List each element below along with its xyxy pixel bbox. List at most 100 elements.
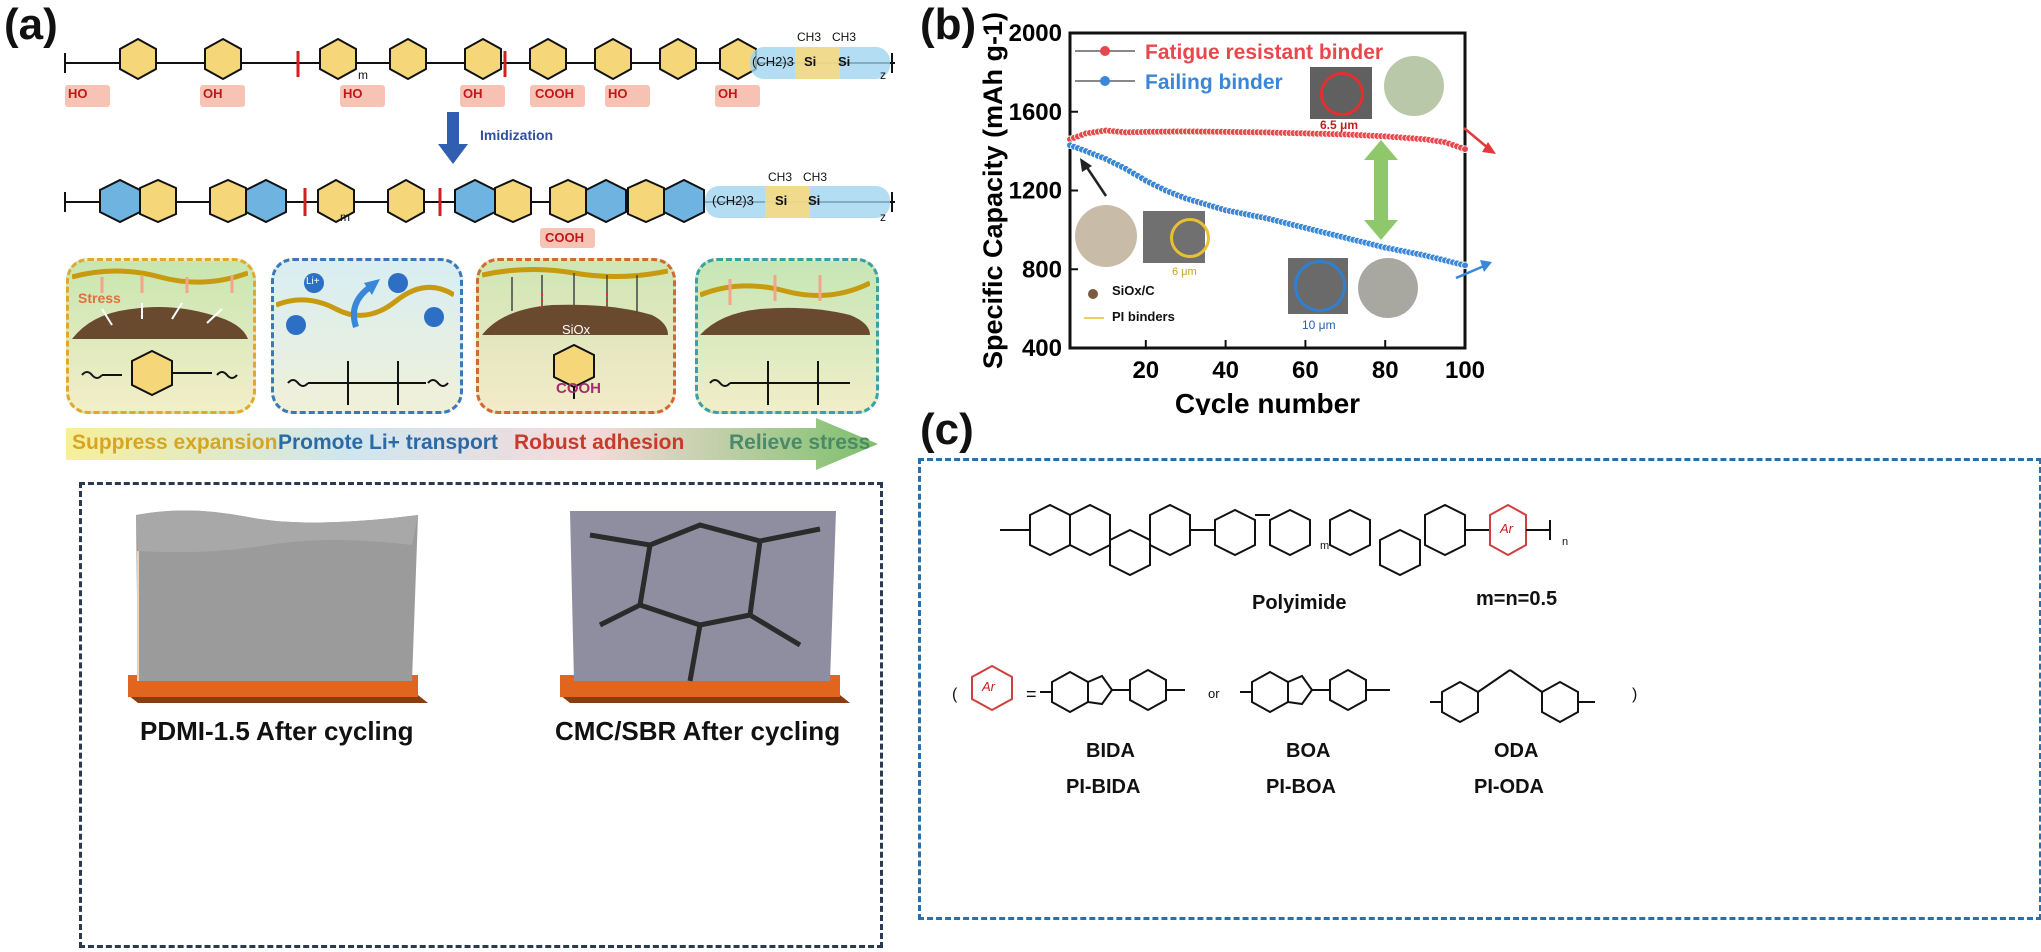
- cooh-label: COOH: [545, 230, 584, 245]
- x-tick-label: 80: [1372, 357, 1399, 384]
- or-label: or: [1208, 686, 1220, 701]
- polymer-pi-oda: PI-ODA: [1474, 776, 1544, 798]
- legend-marker: [1100, 46, 1110, 56]
- size-label-bottom: 10 μm: [1302, 318, 1336, 332]
- particle-icon-mid: [1075, 205, 1137, 267]
- oda-structure: [1430, 669, 1595, 724]
- repeat-m: m: [358, 68, 368, 82]
- stress-label: Stress: [78, 290, 121, 306]
- si-label: Si: [808, 193, 821, 208]
- mechanism-label-relieve: Relieve stress: [729, 431, 871, 454]
- particle-icon-top: [1384, 56, 1444, 116]
- suppress-expansion-illustration: [72, 268, 248, 397]
- close-paren: ): [1632, 686, 1638, 703]
- methyl-label: CH3: [803, 170, 828, 184]
- pdmi-caption: PDMI-1.5 After cycling: [140, 716, 414, 746]
- size-label-mid: 6 μm: [1172, 266, 1197, 278]
- pointer-arrows: [1080, 127, 1496, 280]
- x-tick-label: 40: [1212, 357, 1239, 384]
- x-tick-label: 20: [1132, 357, 1159, 384]
- siloxane-label: (CH2)3: [712, 193, 754, 208]
- si-label: Si: [804, 54, 817, 69]
- legend-marker: [1100, 76, 1110, 86]
- ar-hexagon-icon: [971, 664, 1013, 712]
- electrode-comparison-box: [79, 482, 883, 948]
- y-axis-label: Specific Capacity (mAh g-1): [978, 12, 1008, 369]
- polymer-pi-boa: PI-BOA: [1266, 776, 1336, 798]
- acid-label: HO: [68, 86, 88, 101]
- y-tick-label: 2000: [1009, 20, 1062, 47]
- polyamic-acid-structure: [64, 37, 895, 107]
- acid-label: OH: [718, 86, 738, 101]
- panel-b-label: (b): [920, 0, 977, 49]
- mechanism-box-relieve: [695, 258, 879, 414]
- li-transport-illustration: [276, 273, 454, 405]
- highlight-circle-top: [1320, 72, 1364, 116]
- mechanism-arrow-banner: [66, 418, 878, 470]
- mechanism-label-adhesion: Robust adhesion: [514, 431, 685, 454]
- polymer-pi-bida: PI-BIDA: [1066, 776, 1141, 798]
- imidization-label: Imidization: [480, 127, 554, 143]
- panel-c-label: (c): [920, 405, 974, 454]
- mechanism-box-adhesion: [476, 258, 676, 414]
- polyimide-structure: [64, 178, 895, 248]
- methyl-label: CH3: [768, 170, 793, 184]
- degradation-double-arrow: [1364, 140, 1398, 240]
- cooh-label: COOH: [556, 380, 601, 397]
- y-tick-label: 1600: [1009, 99, 1062, 126]
- open-paren: (: [952, 686, 958, 703]
- siox-legend-dot: [1088, 289, 1098, 299]
- panel-a-label: (a): [4, 0, 58, 49]
- subscript-m: m: [1320, 540, 1330, 552]
- siloxane-label: (CH2)3: [752, 54, 794, 69]
- y-tick-label: 800: [1022, 256, 1062, 283]
- repeat-z: z: [880, 210, 886, 224]
- data-point: [1461, 145, 1469, 153]
- legend-label: Fatigue resistant binder: [1145, 41, 1383, 64]
- ar-hex-label: Ar: [982, 679, 995, 694]
- imidization-arrow: [438, 112, 468, 164]
- bida-structure: [1040, 668, 1185, 714]
- mechanism-label-transport: Promote Li+ transport: [278, 431, 498, 454]
- pdmi-electrode-illustration: [128, 510, 428, 703]
- cmc-electrode-illustration: [560, 511, 850, 703]
- monomer-oda: ODA: [1494, 740, 1539, 762]
- monomer-boa: BOA: [1286, 740, 1331, 762]
- equals-sign: =: [1026, 684, 1037, 704]
- siox-legend-label: SiOx/C: [1112, 283, 1155, 298]
- repeat-z: z: [880, 68, 886, 82]
- subscript-n: n: [1562, 536, 1569, 548]
- cmc-caption: CMC/SBR After cycling: [555, 716, 841, 746]
- relieve-stress-illustration: [700, 275, 870, 405]
- polyimide-label: Polyimide: [1252, 592, 1347, 614]
- acid-label: HO: [608, 86, 628, 101]
- boa-structure: [1240, 668, 1390, 714]
- highlight-circle-bottom: [1294, 260, 1346, 312]
- x-axis-label: Cycle number: [1175, 388, 1360, 415]
- ratio-label: m=n=0.5: [1476, 588, 1558, 610]
- si-label: Si: [775, 193, 788, 208]
- highlight-circle-mid: [1170, 218, 1210, 258]
- ar-label: Ar: [1500, 521, 1513, 536]
- y-tick-label: 400: [1022, 335, 1062, 362]
- methyl-label: CH3: [797, 30, 822, 44]
- pi-legend-label: PI binders: [1112, 309, 1175, 324]
- polyimide-structure-c: [1000, 503, 1551, 577]
- siox-label: SiOx: [562, 322, 591, 337]
- acid-label: OH: [203, 86, 223, 101]
- li-ion-label: Li+: [306, 276, 320, 287]
- polyimide-box: [918, 458, 2041, 920]
- cooh-label: COOH: [535, 86, 574, 101]
- y-tick-label: 1200: [1009, 178, 1062, 205]
- x-tick-label: 100: [1445, 357, 1485, 384]
- acid-label: OH: [463, 86, 483, 101]
- legend-label: Failing binder: [1145, 71, 1283, 94]
- mechanism-label-suppress: Suppress expansion: [72, 431, 278, 454]
- adhesion-illustration: [482, 266, 668, 399]
- acid-label: HO: [343, 86, 363, 101]
- x-tick-label: 60: [1292, 357, 1319, 384]
- methyl-label: CH3: [832, 30, 857, 44]
- si-label: Si: [838, 54, 851, 69]
- monomer-bida: BIDA: [1086, 740, 1135, 762]
